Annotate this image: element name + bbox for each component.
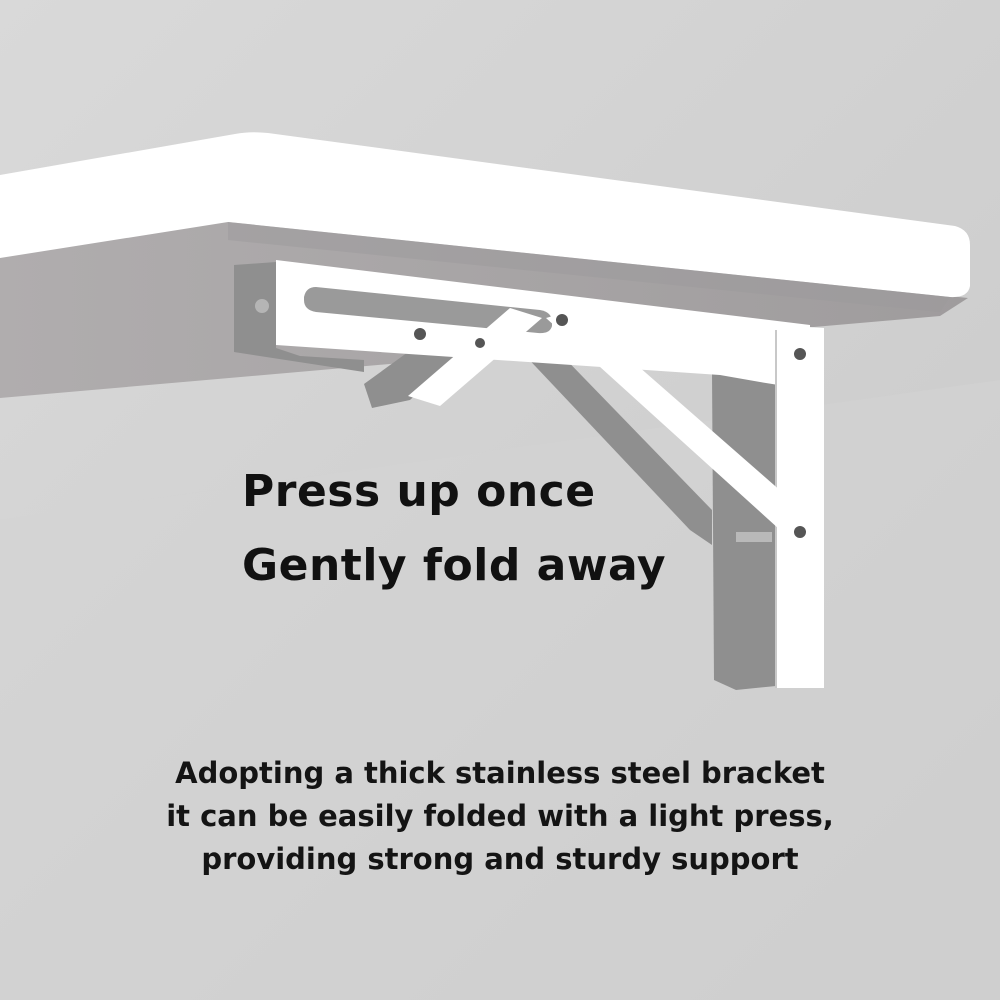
bracket-brace <box>546 310 814 548</box>
headline-line-2: Gently fold away <box>242 540 667 591</box>
rivet <box>794 348 806 360</box>
bracket <box>255 260 824 688</box>
screw-hole <box>255 299 269 313</box>
bracket-slot <box>304 287 552 334</box>
bracket-fold-link <box>408 308 542 406</box>
rivet <box>475 338 485 348</box>
headline-line-1: Press up once <box>242 466 596 517</box>
rivet <box>556 314 568 326</box>
description-line-2: it can be easily folded with a light pre… <box>166 799 834 833</box>
bracket-vertical-arm <box>776 325 824 688</box>
description: Adopting a thick stainless steel bracket… <box>100 752 900 881</box>
rivet <box>414 328 426 340</box>
shelf-top <box>0 132 970 298</box>
shelf-edge-shadow <box>228 222 950 312</box>
rivet <box>794 526 806 538</box>
description-line-3: providing strong and sturdy support <box>201 842 799 876</box>
description-line-1: Adopting a thick stainless steel bracket <box>175 756 825 790</box>
headline: Press up once Gently fold away <box>242 455 666 603</box>
